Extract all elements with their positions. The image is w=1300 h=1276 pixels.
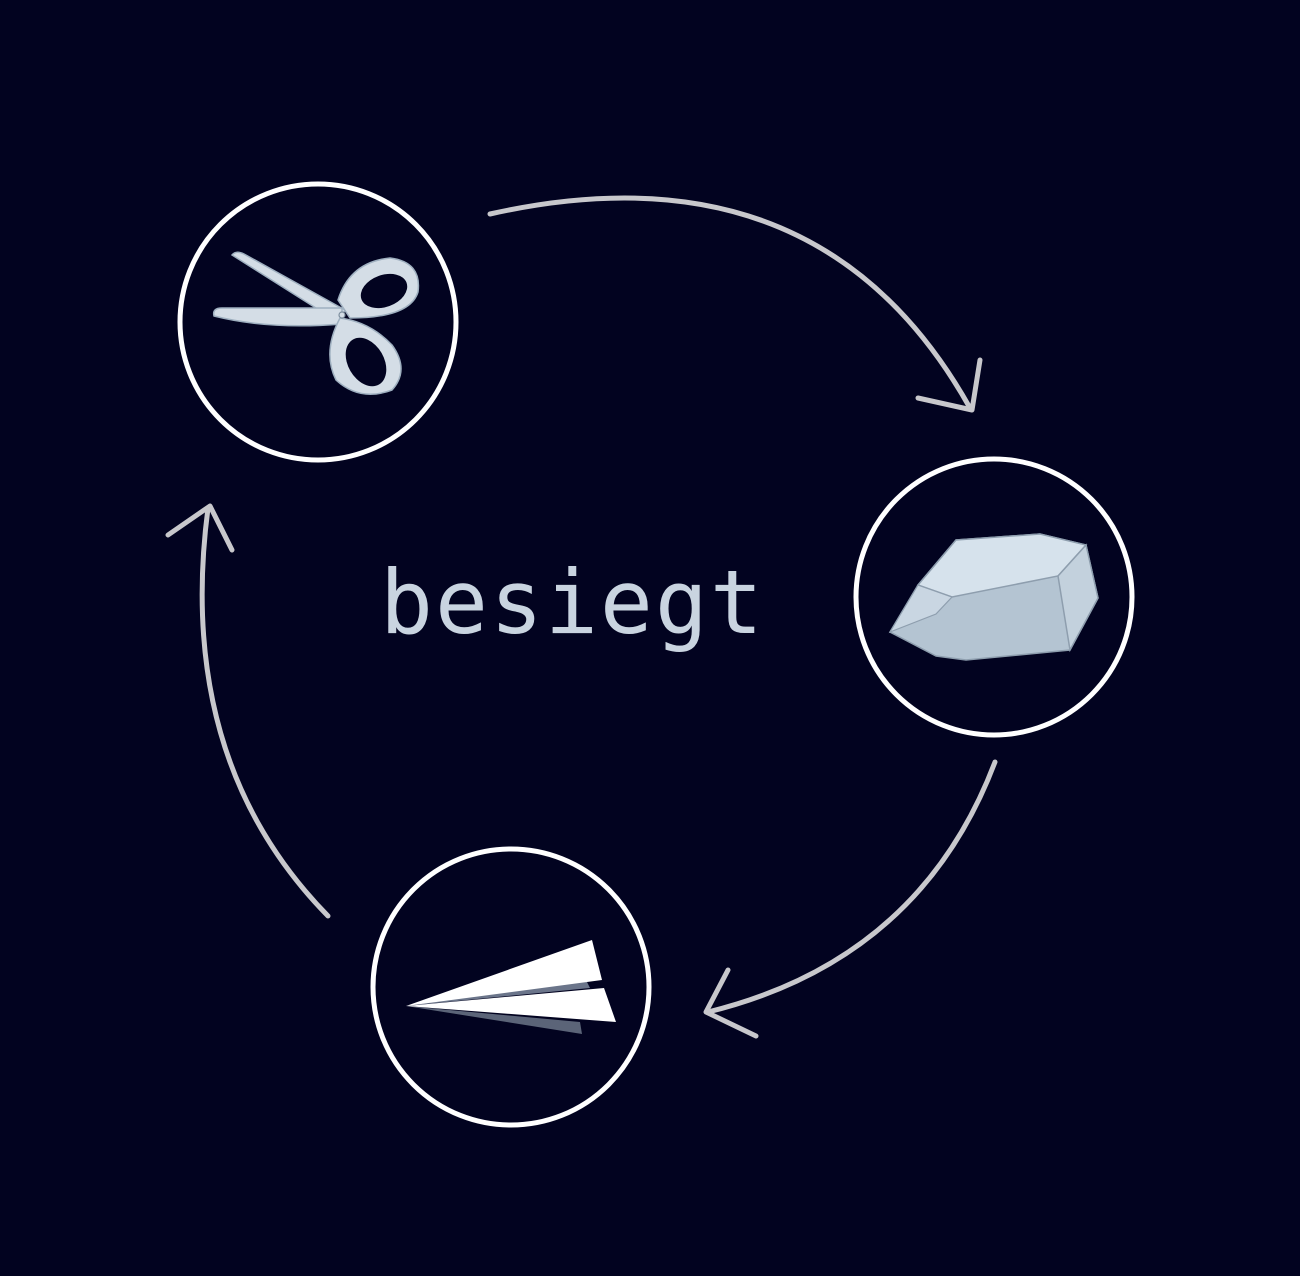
edge-paper-to-scissors xyxy=(165,503,331,919)
scissors-icon xyxy=(212,251,420,395)
arrowhead xyxy=(915,357,983,413)
node-paper xyxy=(370,846,652,1128)
paper-plane-icon xyxy=(406,940,616,1034)
center-label: besiegt xyxy=(380,551,765,654)
node-rock xyxy=(853,456,1135,738)
rock-icon xyxy=(888,533,1099,661)
arc-arrow xyxy=(199,505,331,919)
arc-arrow xyxy=(487,195,973,411)
node-scissors xyxy=(177,181,459,463)
arrowhead xyxy=(165,503,235,553)
arc-arrow xyxy=(705,759,998,1015)
arrowhead xyxy=(703,967,759,1039)
edge-scissors-to-rock xyxy=(487,195,983,413)
edge-rock-to-paper xyxy=(703,759,998,1039)
